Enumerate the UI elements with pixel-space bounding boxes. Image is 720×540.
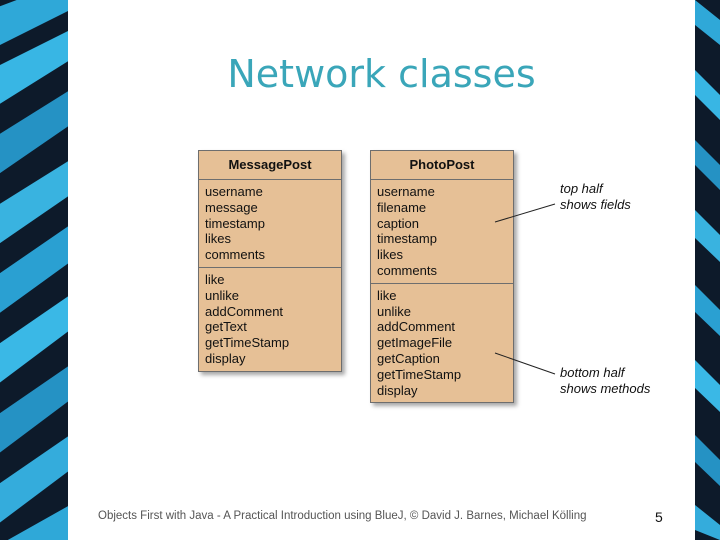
annotation-line: shows methods xyxy=(560,380,651,396)
feather-background-left xyxy=(0,0,68,540)
field: caption xyxy=(377,215,419,231)
field: username xyxy=(205,184,263,199)
page-number: 5 xyxy=(655,509,663,525)
field: likes xyxy=(205,231,232,247)
method: like xyxy=(377,287,397,303)
arrow-bottom-half xyxy=(494,352,556,375)
method: addComment xyxy=(205,303,284,319)
slide-footer: Objects First with Java - A Practical In… xyxy=(98,510,587,522)
methods-section: like unlike addComment getText getTimeSt… xyxy=(199,268,341,371)
annotation-bottom-half: bottom half shows methods xyxy=(560,365,650,396)
fields-section: username message timestamp likes comment… xyxy=(199,180,341,268)
method: unlike xyxy=(377,303,411,319)
class-box-message-post: MessagePost username message timestamp l… xyxy=(198,150,342,372)
field: timestamp xyxy=(205,215,265,231)
method: getTimeStamp xyxy=(377,366,462,382)
annotation-line: top half xyxy=(560,181,603,196)
class-name: MessagePost xyxy=(199,151,341,180)
field: filename xyxy=(377,199,427,215)
method: display xyxy=(205,350,246,366)
field: message xyxy=(205,199,258,215)
arrow-top-half xyxy=(494,203,556,223)
field: comments xyxy=(205,247,265,263)
fields-section: username filename caption timestamp like… xyxy=(371,180,513,284)
annotation-top-half: top half shows fields xyxy=(560,181,631,212)
slide-title: Network classes xyxy=(227,52,536,96)
method: getText xyxy=(205,319,247,335)
annotation-line: shows fields xyxy=(560,196,631,212)
method: display xyxy=(377,382,418,398)
methods-section: like unlike addComment getImageFile getC… xyxy=(371,284,513,403)
field: timestamp xyxy=(377,231,437,247)
method: unlike xyxy=(205,287,239,303)
field: comments xyxy=(377,262,437,278)
field: username xyxy=(377,184,435,199)
annotation-arrows xyxy=(494,203,556,375)
method: getTimeStamp xyxy=(205,335,290,351)
method: getImageFile xyxy=(377,335,453,351)
feather-background-right xyxy=(695,0,720,540)
method: addComment xyxy=(377,319,456,335)
class-box-photo-post: PhotoPost username filename caption time… xyxy=(370,150,514,404)
method: getCaption xyxy=(377,350,440,366)
method: like xyxy=(205,271,225,287)
slide: Network classes MessagePost username mes… xyxy=(68,0,695,540)
class-name: PhotoPost xyxy=(371,151,513,180)
annotation-line: bottom half xyxy=(560,365,625,380)
field: likes xyxy=(377,247,404,263)
